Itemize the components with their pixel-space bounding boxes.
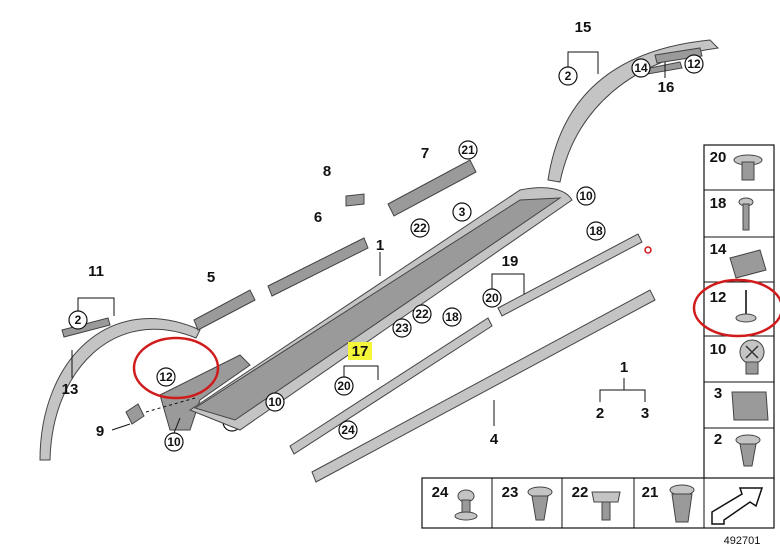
callout-19: 19 — [502, 253, 519, 270]
fastener-label-18: 18 — [710, 195, 727, 212]
callout-4: 4 — [490, 431, 499, 448]
callout-14-rear: 14 — [634, 61, 648, 75]
push-rivet-20-icon — [733, 154, 763, 181]
fasteners-table-bottom: 24 23 22 21 — [421, 477, 775, 529]
bracket-6 — [267, 237, 369, 297]
callout-1-legend: 1 — [620, 359, 628, 376]
callout-8: 8 — [323, 163, 331, 180]
callout-7: 7 — [421, 145, 429, 162]
highlight-circle-12-front — [132, 336, 220, 400]
fastener-label-12: 12 — [710, 289, 727, 306]
callout-11-group: 11 2 13 — [62, 263, 115, 398]
callout-13: 13 — [62, 381, 79, 398]
front-wheel-arch-trim — [39, 317, 201, 461]
callout-18-strip19: 18 — [589, 224, 603, 238]
figure-number: 492701 — [724, 535, 761, 547]
highlight-box-17 — [348, 342, 372, 360]
highlight-circle-12-table — [692, 278, 780, 338]
part-8 — [345, 193, 365, 207]
clip-14-icon — [729, 249, 767, 279]
fastener-label-20: 20 — [710, 149, 727, 166]
bracket-7 — [387, 159, 477, 217]
callout-12-rear: 12 — [687, 57, 701, 71]
callout-9: 9 — [96, 423, 104, 440]
expanding-nut-10-icon — [739, 339, 765, 375]
fastener-label-24: 24 — [432, 484, 449, 501]
rivet-23-icon — [527, 486, 553, 521]
callout-21-bracket: 21 — [461, 143, 475, 157]
callout-24-strip: 24 — [341, 423, 355, 437]
fastener-label-3: 3 — [714, 385, 722, 402]
pin-12-icon — [735, 290, 757, 323]
fastener-label-21: 21 — [642, 484, 659, 501]
callout-11: 11 — [88, 263, 104, 280]
trim-strip-17 — [289, 317, 493, 455]
callout-1-main: 1 — [376, 237, 384, 254]
callout-6: 6 — [314, 209, 322, 226]
callout-2-front: 2 — [75, 313, 82, 327]
fastener-label-23: 23 — [502, 484, 519, 501]
clip-nut-3-icon — [731, 391, 769, 421]
marker-dot — [644, 246, 652, 254]
callout-17: 17 — [352, 343, 369, 360]
callout-10-sill: 10 — [268, 395, 282, 409]
callout-15-group: 15 2 14 12 16 — [558, 19, 704, 96]
callout-3-sill: 3 — [459, 205, 466, 219]
side-sill-panel — [188, 187, 573, 431]
front-bracket — [159, 354, 251, 431]
callout-20-strip19: 20 — [485, 291, 499, 305]
trim-strip-19 — [497, 233, 643, 317]
callout-16: 16 — [658, 79, 675, 96]
fastener-label-10: 10 — [710, 341, 727, 358]
callout-10-front: 10 — [167, 435, 181, 449]
callout-22-bracket: 22 — [413, 221, 427, 235]
fastener-label-2: 2 — [714, 431, 722, 448]
push-pin-24-icon — [454, 489, 478, 521]
callout-20-strip17: 20 — [337, 379, 351, 393]
callout-23: 23 — [395, 321, 409, 335]
callout-22-sill: 22 — [415, 307, 429, 321]
bolt-22-icon — [591, 491, 621, 521]
fasteners-table-right: 20 18 14 12 10 3 2 — [692, 144, 780, 481]
callout-5: 5 — [207, 269, 215, 286]
clip-21-icon — [669, 484, 695, 523]
callout-2-rear: 2 — [565, 69, 572, 83]
callout-18-strip17: 18 — [445, 310, 459, 324]
fastener-label-22: 22 — [572, 484, 589, 501]
push-clip-2-icon — [735, 434, 761, 467]
screw-18-icon — [738, 197, 754, 231]
sill-strip-4 — [311, 289, 656, 483]
callout-3-legend: 3 — [641, 405, 649, 422]
callout-2-legend: 2 — [596, 405, 604, 422]
fastener-label-14: 14 — [710, 241, 727, 258]
bracket-5 — [193, 289, 256, 331]
callout-15: 15 — [575, 19, 592, 36]
callout-10-rear: 10 — [579, 189, 593, 203]
callout-12-front: 12 — [159, 370, 173, 384]
clip-9: 9 — [96, 403, 145, 440]
direction-arrow-icon — [711, 487, 764, 525]
